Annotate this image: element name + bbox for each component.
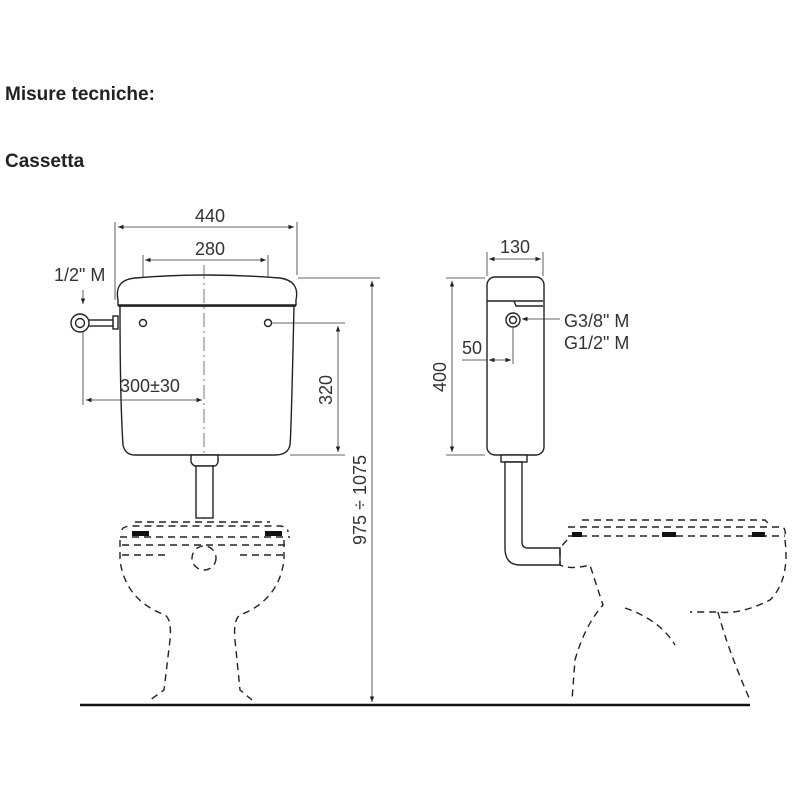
inlet-offset-label: 300±30 <box>120 376 180 396</box>
mount-height-label: 975 ÷ 1075 <box>350 455 370 545</box>
inlet-label: 1/2" M <box>54 265 105 285</box>
hole-height-label: 320 <box>316 375 336 405</box>
side-view: 130 400 G3/8" M G1/2" M 50 <box>430 237 787 701</box>
tank-lid <box>116 274 298 306</box>
toilet-bowl-front <box>119 521 290 701</box>
inlet-offset-label-side: 50 <box>462 338 482 358</box>
toilet-bowl-side <box>559 519 787 701</box>
depth-label: 130 <box>500 237 530 257</box>
front-view: 440 280 1/2" M 300±30 320 975 ÷ 1075 <box>54 206 380 702</box>
section-title: Cassetta <box>5 151 85 172</box>
height-label: 400 <box>430 362 450 392</box>
page-title: Misure tecniche: <box>5 84 155 105</box>
inlet-label-2: G1/2" M <box>564 333 629 353</box>
mounting-hole <box>263 318 273 328</box>
inlet-label-1: G3/8" M <box>564 311 629 331</box>
width-label: 440 <box>195 206 225 226</box>
flush-pipe-side <box>504 461 561 566</box>
flush-pipe <box>195 465 214 519</box>
mounting-hole <box>138 318 148 328</box>
hole-spacing-label: 280 <box>195 239 225 259</box>
tank-body <box>119 305 295 456</box>
